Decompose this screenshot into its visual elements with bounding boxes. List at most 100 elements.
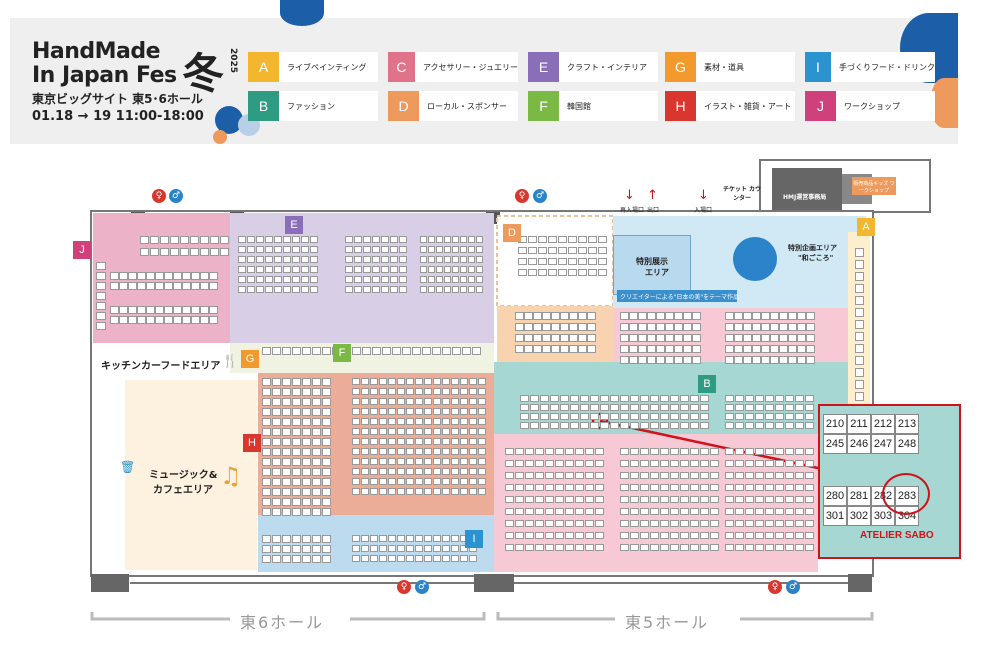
booth[interactable] [137,316,146,324]
booth[interactable] [805,422,814,429]
booth[interactable] [795,508,804,515]
booth[interactable] [551,323,560,331]
booth[interactable] [390,236,398,243]
booth[interactable] [598,236,607,243]
booth[interactable] [775,404,784,411]
booth[interactable] [478,458,486,465]
booth[interactable] [272,545,281,553]
booth[interactable] [629,356,638,364]
booth[interactable] [363,266,371,273]
booth[interactable] [785,413,794,420]
booth[interactable] [620,484,629,491]
booth[interactable] [460,555,468,562]
booth[interactable] [370,398,378,405]
booth[interactable] [352,478,360,485]
booth[interactable] [420,246,427,253]
booth[interactable] [700,508,709,515]
booth[interactable] [725,484,734,491]
booth[interactable] [469,378,477,385]
booth[interactable] [406,378,414,385]
booth[interactable] [352,448,360,455]
booth[interactable] [433,418,441,425]
booth[interactable] [282,408,291,416]
booth[interactable] [406,398,414,405]
booth[interactable] [775,395,784,402]
booth[interactable] [379,388,387,395]
booth[interactable] [797,356,806,364]
booth[interactable] [670,544,679,551]
booth[interactable] [755,520,764,527]
booth[interactable] [558,247,567,254]
booth[interactable] [520,404,529,411]
booth[interactable] [630,520,639,527]
booth[interactable] [190,248,199,256]
booth[interactable] [670,422,679,429]
booth[interactable] [469,458,477,465]
booth[interactable] [451,545,459,552]
booth[interactable] [322,448,331,456]
booth[interactable] [745,484,754,491]
booth[interactable] [568,258,577,265]
booth[interactable] [518,258,527,265]
booth[interactable] [565,448,574,455]
booth[interactable] [515,448,524,455]
booth[interactable] [468,276,475,283]
booth[interactable] [548,258,557,265]
booth[interactable] [292,418,301,426]
booth[interactable] [310,236,318,243]
booth[interactable] [710,448,719,455]
booth[interactable] [692,356,701,364]
booth[interactable] [650,496,659,503]
booth[interactable] [560,312,569,320]
booth[interactable] [745,413,754,420]
booth[interactable] [710,508,719,515]
booth[interactable] [725,334,734,342]
booth[interactable] [710,532,719,539]
booth[interactable] [432,347,441,355]
booth[interactable] [595,520,604,527]
booth[interactable] [370,555,378,562]
booth[interactable] [779,345,788,353]
booth[interactable] [505,508,514,515]
booth[interactable] [406,468,414,475]
booth[interactable] [805,460,814,467]
booth[interactable] [765,404,774,411]
booth[interactable] [533,312,542,320]
booth[interactable] [610,395,619,402]
booth[interactable] [680,404,689,411]
booth[interactable] [420,256,427,263]
booth[interactable] [191,306,200,314]
booth[interactable] [752,334,761,342]
booth[interactable] [428,246,435,253]
booth[interactable] [182,282,191,290]
booth[interactable] [406,388,414,395]
booth[interactable] [558,269,567,276]
booth[interactable] [451,448,459,455]
booth[interactable] [472,347,481,355]
booth[interactable] [535,508,544,515]
booth[interactable] [379,478,387,485]
booth[interactable] [322,478,331,486]
booth[interactable] [399,246,407,253]
booth[interactable] [415,555,423,562]
booth[interactable] [770,345,779,353]
booth[interactable] [451,408,459,415]
booth[interactable] [734,312,743,320]
booth[interactable] [282,535,291,543]
booth[interactable] [312,378,321,386]
booth[interactable] [210,236,219,244]
booth[interactable] [209,272,218,280]
booth[interactable] [433,428,441,435]
booth[interactable] [352,418,360,425]
booth[interactable] [210,248,219,256]
booth[interactable] [137,272,146,280]
booth[interactable] [110,316,119,324]
booth[interactable] [545,508,554,515]
booth[interactable] [670,532,679,539]
booth[interactable] [735,413,744,420]
booth[interactable] [620,544,629,551]
booth[interactable] [262,438,271,446]
booth[interactable] [515,520,524,527]
booth[interactable] [451,438,459,445]
booth[interactable] [451,378,459,385]
